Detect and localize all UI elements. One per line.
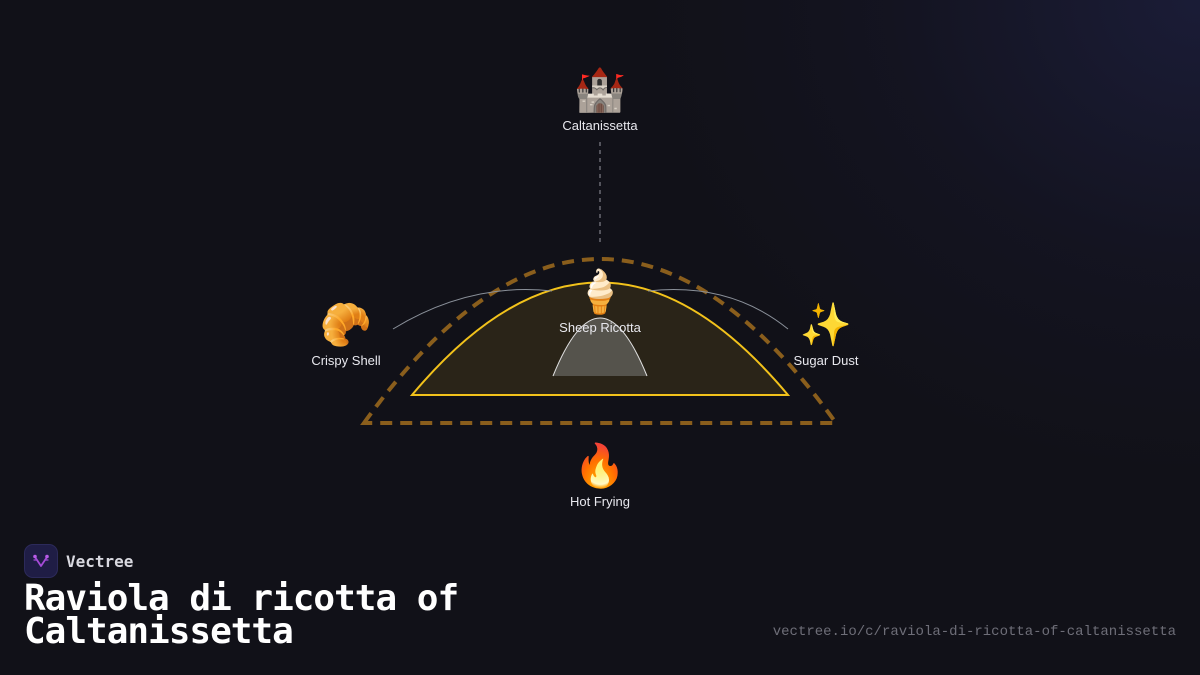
croissant-icon: 🥐 xyxy=(319,301,373,348)
page-url[interactable]: vectree.io/c/raviola-di-ricotta-of-calta… xyxy=(772,624,1176,640)
outer-dashed-arch xyxy=(360,257,840,425)
ice-cream-icon: 🍦 xyxy=(573,268,627,315)
node-label: Sugar Dust xyxy=(793,353,859,368)
node-shell[interactable]: 🥐 Crispy Shell xyxy=(311,301,380,368)
brand-name: Vectree xyxy=(66,551,134,571)
node-label: Caltanissetta xyxy=(562,118,638,133)
sugar-connector xyxy=(647,289,789,330)
vectree-logo-icon xyxy=(24,544,58,578)
node-frying[interactable]: 🔥 Hot Frying xyxy=(570,442,630,509)
core-arch-outline xyxy=(552,317,648,377)
node-label: Hot Frying xyxy=(570,494,630,509)
castle-icon: 🏰 xyxy=(573,66,627,113)
node-label: Crispy Shell xyxy=(311,353,381,368)
brand[interactable]: Vectree xyxy=(24,544,133,578)
page-title: Raviola di ricotta of Caltanissetta xyxy=(24,578,459,652)
shell-connector xyxy=(392,289,553,330)
sparkles-icon: ✨ xyxy=(799,301,853,348)
node-sugar[interactable]: ✨ Sugar Dust xyxy=(793,301,858,368)
node-origin[interactable]: 🏰 Caltanissetta xyxy=(562,66,637,133)
fire-icon: 🔥 xyxy=(573,442,627,489)
node-label: Sheep Ricotta xyxy=(559,320,641,335)
node-ricotta[interactable]: 🍦 Sheep Ricotta xyxy=(559,268,641,335)
